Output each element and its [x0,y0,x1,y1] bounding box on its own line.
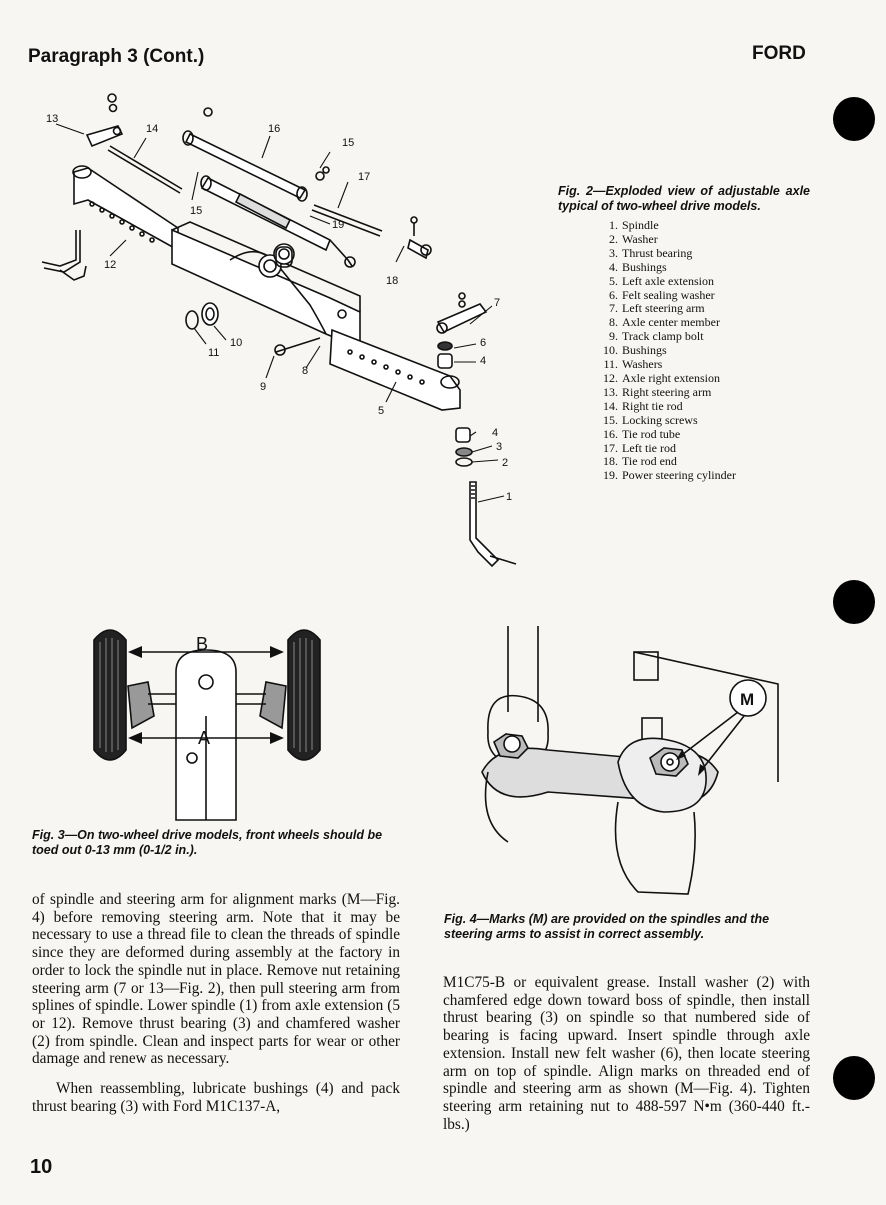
part-number: 14. [603,398,618,413]
callout-3: 3 [496,441,502,453]
part-name: Tie rod end [622,454,677,469]
part-name: Washer [622,231,658,246]
parts-list-item: 19. Power steering cylinder [596,468,736,483]
parts-list-item: 2. Washer [596,231,736,247]
part-number: 2. [609,231,618,246]
callout-11: 11 [208,347,219,359]
part-number: 15. [603,412,618,427]
callout-7: 7 [494,297,500,309]
parts-list-item: 7. Left steering arm [596,301,736,316]
part-number: 1. [609,218,618,232]
right-paragraph-1: M1C75-B or equivalent grease. Install wa… [443,974,810,1133]
binder-hole-bottom [833,1056,875,1100]
parts-list-item: 9. Track clamp bolt [596,329,736,344]
part-name: Axle right extension [622,370,720,385]
left-paragraph-2: When reassembling, lubricate bushings (4… [32,1080,400,1115]
callout-5: 5 [378,405,384,417]
section-heading: Paragraph 3 (Cont.) [28,46,205,67]
part-name: Washers [622,357,663,372]
part-name: Right steering arm [622,384,712,399]
fig3-label-b: B [196,634,208,654]
part-name: Left axle extension [622,273,714,288]
callout-12: 12 [104,259,116,271]
part-number: 11. [603,357,618,372]
parts-list-item: 15. Locking screws [596,412,736,428]
binder-hole-middle [833,580,875,624]
part-number: 17. [603,440,618,455]
right-text-column: M1C75-B or equivalent grease. Install wa… [443,974,810,1133]
part-number: 6. [609,287,618,302]
fig3-toe-out-diagram: B A [93,629,321,821]
part-name: Power steering cylinder [622,468,736,483]
part-name: Spindle [622,218,659,232]
part-name: Locking screws [622,412,698,427]
parts-list-item: 17. Left tie rod [596,440,736,456]
part-name: Tie rod tube [622,426,681,441]
part-number: 19. [603,468,618,483]
part-name: Left tie rod [622,440,676,455]
part-number: 9. [609,329,618,344]
part-name: Track clamp bolt [622,329,704,344]
callout-9: 9 [260,381,266,393]
part-number: 4. [609,259,618,274]
callout-14: 14 [146,123,158,135]
fig3-caption: Fig. 3—On two-wheel drive models, front … [32,828,383,857]
parts-list-item: 12. Axle right extension [596,370,736,386]
part-name: Bushings [622,259,667,274]
part-number: 8. [609,315,618,330]
parts-list-item: 11. Washers [596,357,736,372]
parts-list-item: 16. Tie rod tube [596,426,736,442]
part-name: Thrust bearing [622,245,693,260]
parts-list-item: 3. Thrust bearing [596,245,736,261]
part-number: 12. [603,370,618,385]
callout-10: 10 [230,337,242,349]
part-number: 7. [609,301,618,316]
callout-1: 1 [506,491,512,503]
part-number: 3. [609,245,618,260]
parts-list-item: 8. Axle center member [596,315,736,330]
callout-4a: 4 [480,355,486,367]
part-name: Left steering arm [622,301,705,316]
part-name: Felt sealing washer [622,287,715,302]
brand-heading: FORD [752,43,806,64]
parts-list-item: 6. Felt sealing washer [596,287,736,303]
page-number: 10 [30,1156,53,1178]
callout-15b: 15 [190,205,202,217]
fig4-label-m: M [740,690,754,709]
part-number: 10. [603,343,618,358]
left-paragraph-1: of spindle and steering arm for alignmen… [32,891,400,1068]
callout-13: 13 [46,113,58,125]
part-name: Right tie rod [622,398,683,413]
part-number: 18. [603,454,618,469]
fig4-steering-arm-photo: M [481,626,779,895]
parts-list-item: 10. Bushings [596,343,736,358]
callout-8: 8 [302,365,308,377]
parts-list-item: 13. Right steering arm [596,384,736,400]
part-number: 13. [603,384,618,399]
callout-4b: 4 [492,427,498,439]
parts-list-item: 1. Spindle [596,218,736,233]
callout-19: 19 [332,219,344,231]
parts-list-item: 14. Right tie rod [596,398,736,414]
fig2-exploded-view-drawing: 13 14 16 15 17 19 15 12 18 7 6 4 4 3 2 1… [41,93,517,568]
part-number: 5. [609,273,618,288]
binder-hole-top [833,97,875,141]
fig4-caption: Fig. 4—Marks (M) are provided on the spi… [444,912,770,941]
callout-15a: 15 [342,137,354,149]
part-name: Axle center member [622,315,720,330]
parts-list-item: 18. Tie rod end [596,454,736,469]
parts-list-item: 4. Bushings [596,259,736,275]
part-number: 16. [603,426,618,441]
callout-6: 6 [480,337,486,349]
part-name: Bushings [622,343,667,358]
fig2-caption: Fig. 2—Exploded view of adjustable axle … [558,184,810,213]
callout-18: 18 [386,275,398,287]
parts-list-item: 5. Left axle extension [596,273,736,289]
left-text-column: of spindle and steering arm for alignmen… [32,891,400,1115]
fig2-parts-list: 1. Spindle 2. Washer 3. Thrust bearing 4. Bushi… [596,218,736,483]
callout-17: 17 [358,171,370,183]
fig3-label-a: A [198,728,210,748]
callout-16: 16 [268,123,280,135]
callout-2: 2 [502,457,508,469]
